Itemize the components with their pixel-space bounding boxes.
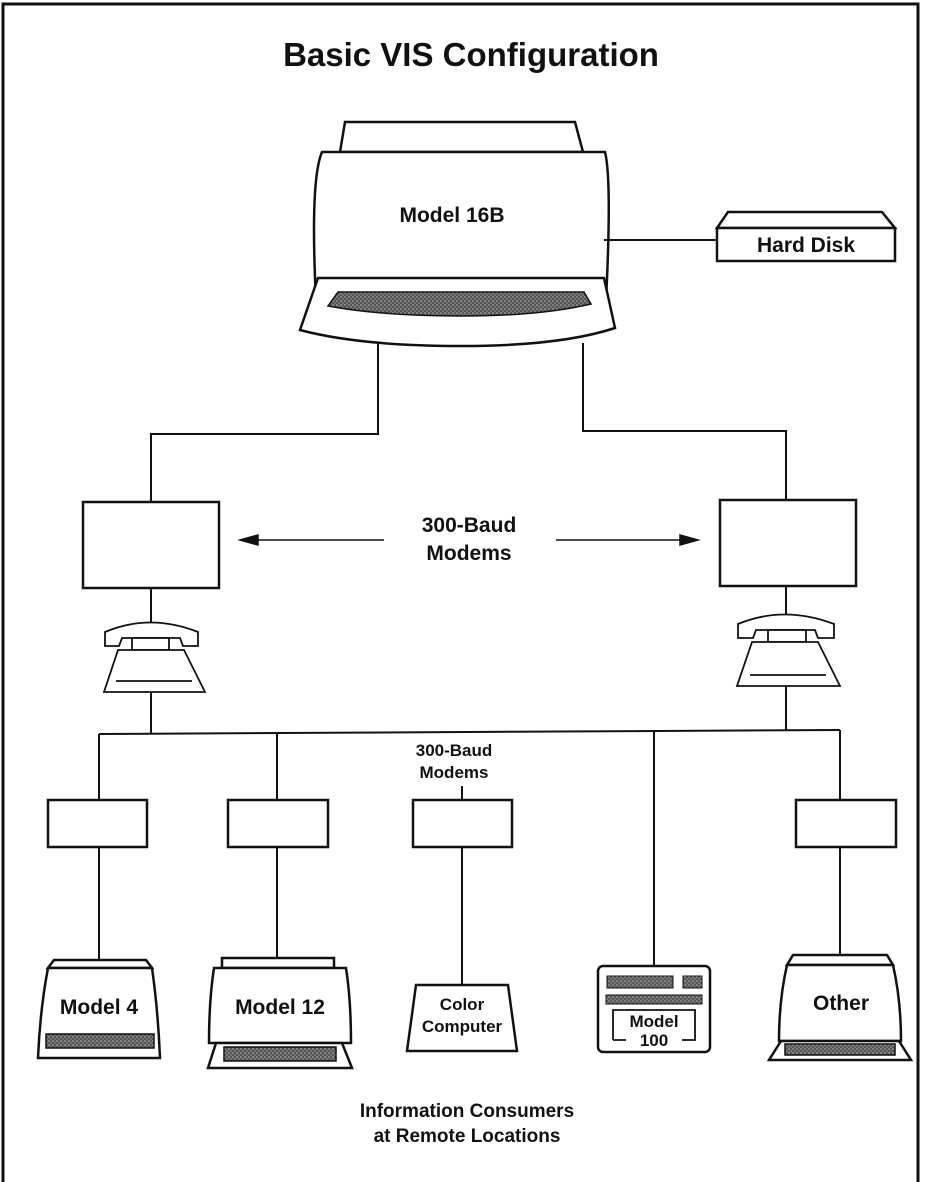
remote-modems-label-line1: 300-Baud — [416, 741, 493, 760]
hard-disk-label: Hard Disk — [757, 234, 855, 257]
modem-box-right — [720, 500, 856, 586]
color-computer-label-line1: Color — [440, 995, 485, 1014]
telephone-icon-left — [104, 623, 205, 693]
modem-phone-wiring — [151, 586, 786, 622]
footer-caption-line2: at Remote Locations — [374, 1126, 561, 1147]
remote-modems — [48, 800, 896, 847]
model-16b-label: Model 16B — [399, 204, 504, 227]
footer-caption-line1: Information Consumers — [360, 1101, 574, 1122]
main-modems-label-line2: Modems — [426, 542, 511, 565]
modem-box-left — [83, 502, 219, 588]
telephone-icon-right — [737, 615, 840, 687]
other-label: Other — [813, 992, 869, 1015]
remote-modems-label-line2: Modems — [420, 763, 489, 782]
color-computer-label-line2: Computer — [422, 1017, 503, 1036]
host-modem-wiring — [151, 343, 786, 502]
remote-modem-box-3 — [413, 800, 512, 847]
modem-terminal-wiring — [99, 847, 840, 985]
main-modems-label-line1: 300-Baud — [422, 514, 517, 537]
model-100-label-line2: 100 — [640, 1031, 668, 1050]
remote-modem-box-1 — [48, 800, 147, 847]
remote-modem-box-2 — [228, 800, 328, 847]
model-4-label: Model 4 — [60, 996, 138, 1019]
model-12-label: Model 12 — [235, 996, 325, 1019]
remote-modem-box-4 — [796, 800, 896, 847]
model-16b-computer — [300, 122, 615, 346]
diagram-title: Basic VIS Configuration — [283, 36, 659, 73]
model-100-label-line1: Model — [629, 1012, 678, 1031]
